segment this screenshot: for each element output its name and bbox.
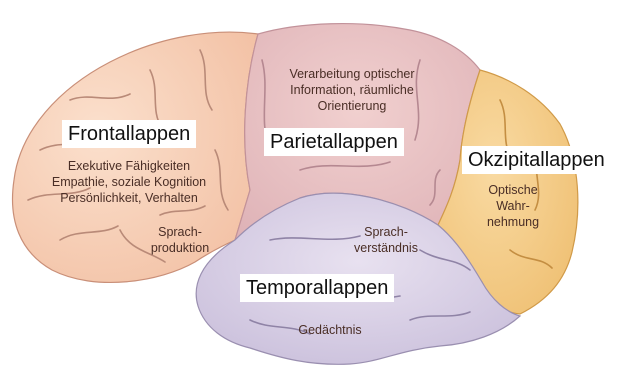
frontal-lobe-title: Frontallappen <box>62 120 196 148</box>
frontal-speech-production: Sprach- produktion <box>140 224 220 256</box>
frontal-lobe-functions: Exekutive Fähigkeiten Empathie, soziale … <box>34 158 224 206</box>
temporal-speech-comprehension: Sprach- verständnis <box>336 224 436 256</box>
temporal-memory: Gedächtnis <box>280 322 380 338</box>
occipital-lobe-functions: Optische Wahr- nehmung <box>468 182 558 230</box>
occipital-lobe-title: Okzipitallappen <box>462 146 611 174</box>
parietal-lobe-title: Parietallappen <box>264 128 404 156</box>
temporal-lobe-title: Temporallappen <box>240 274 394 302</box>
parietal-lobe-functions: Verarbeitung optischer Information, räum… <box>272 66 432 114</box>
